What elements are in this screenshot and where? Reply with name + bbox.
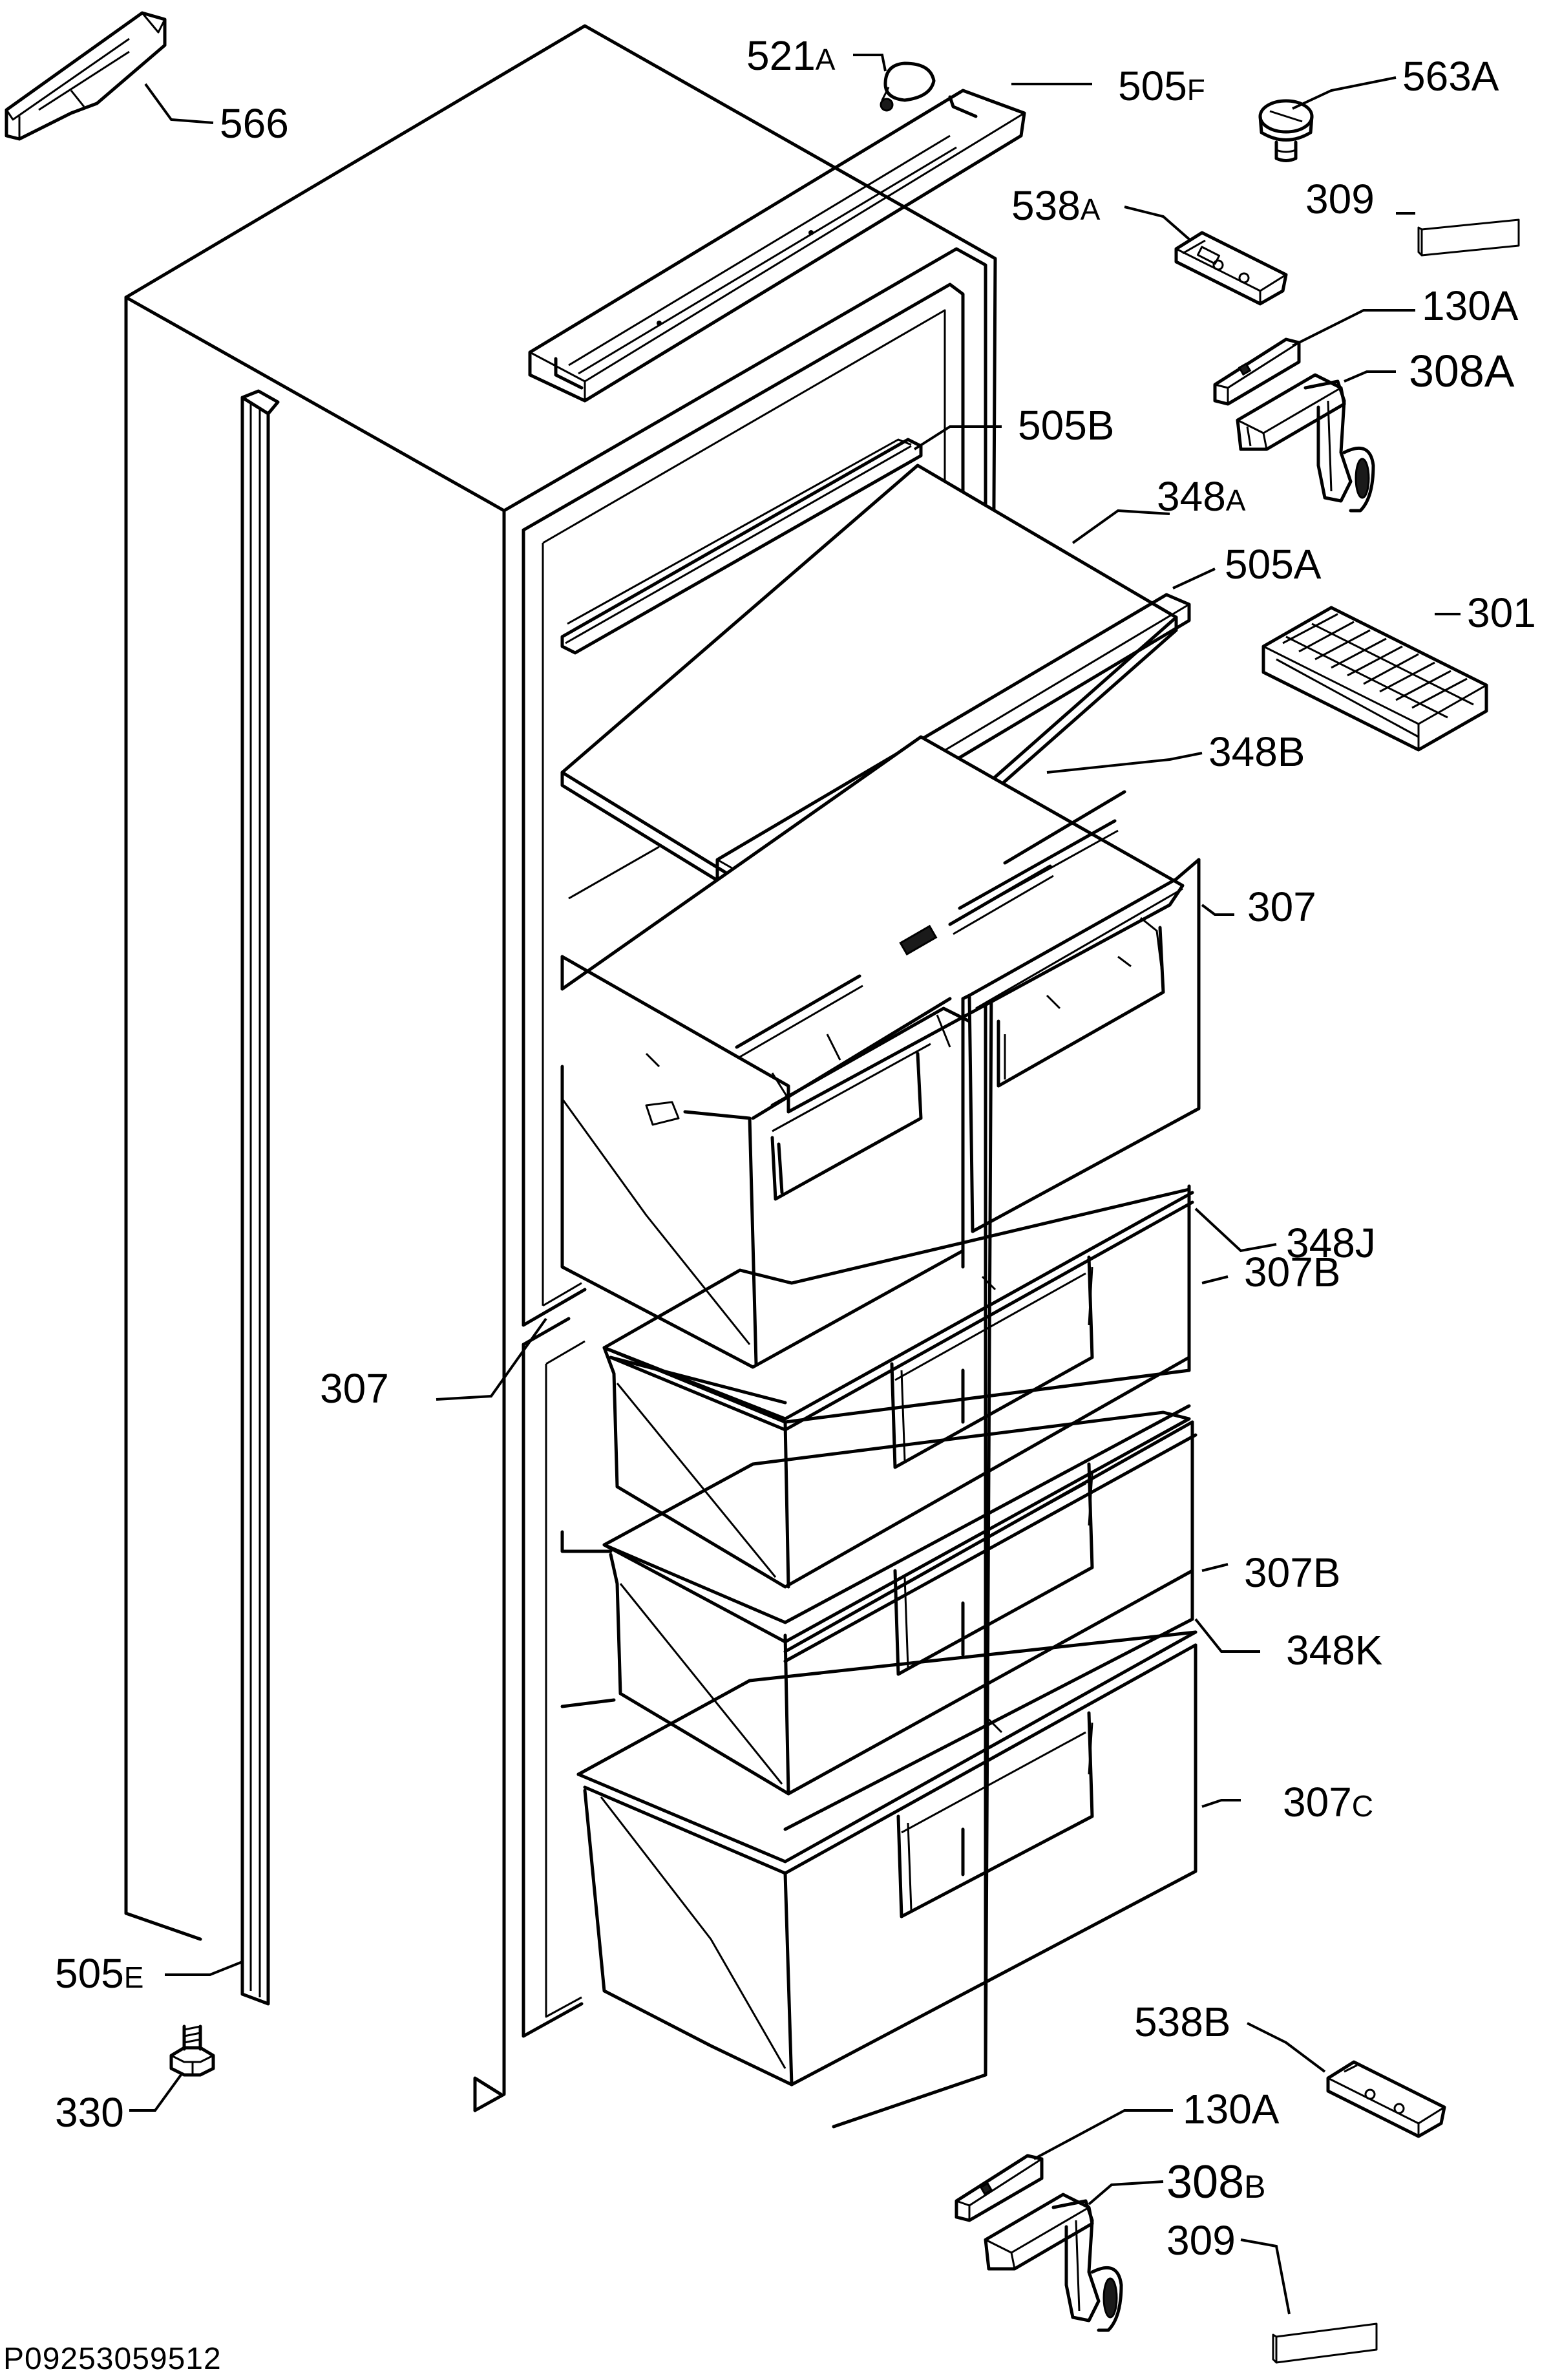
label-505b: 505B [1018, 402, 1114, 449]
leveling-foot-330 [169, 2024, 215, 2077]
svg-text:307C: 307C [1283, 1779, 1373, 1825]
label-308b-suffix: B [1244, 2169, 1265, 2205]
shelf-348b [560, 735, 1185, 1114]
svg-text:521A: 521A [746, 32, 836, 79]
label-521a: 521 [746, 32, 816, 79]
label-308b: 308 [1166, 2156, 1244, 2208]
top-rail-505f [528, 89, 1026, 403]
document-reference: P09253059512 [3, 2342, 222, 2376]
ice-tray-301 [1261, 606, 1488, 752]
label-505a: 505A [1225, 541, 1322, 588]
svg-text:538A: 538A [1011, 182, 1101, 229]
label-307c: 307 [1283, 1779, 1352, 1825]
label-307-left: 307 [320, 1365, 389, 1412]
label-348a: 348 [1157, 473, 1226, 520]
strip-309-upper [1417, 218, 1520, 257]
label-538b: 538B [1134, 1999, 1230, 2045]
svg-text:308B: 308B [1166, 2156, 1266, 2208]
knob-521a [880, 61, 936, 112]
label-348b: 348B [1208, 728, 1305, 775]
svg-text:505E: 505E [55, 1950, 143, 1997]
part-labels: 566 521A 505F 563A 538A 309 130A 308A 50… [3, 32, 1536, 2376]
hinge-308a [1236, 373, 1375, 513]
shelf-348k [783, 1420, 1198, 1831]
leader-lines [129, 54, 1461, 2315]
bracket-566 [5, 11, 167, 141]
label-538a-suffix: A [1081, 193, 1101, 226]
label-309-lower: 309 [1166, 2217, 1236, 2264]
drawer-307-upper-left [560, 997, 971, 1369]
label-348a-suffix: A [1226, 483, 1246, 517]
cabinet-body [124, 24, 997, 2129]
label-538a: 538 [1011, 182, 1081, 229]
label-307b-upper: 307B [1244, 1249, 1340, 1295]
foot-563a [1258, 99, 1314, 162]
label-505f: 505 [1118, 63, 1187, 109]
label-566: 566 [220, 100, 289, 147]
label-505e: 505 [55, 1950, 124, 1997]
strip-309-lower [1272, 2322, 1378, 2364]
label-505f-suffix: F [1187, 73, 1205, 107]
label-301: 301 [1467, 590, 1536, 636]
label-307-right: 307 [1247, 884, 1316, 930]
label-505e-suffix: E [124, 1960, 144, 1994]
label-330: 330 [55, 2089, 124, 2136]
bracket-130a-lower [955, 2154, 1044, 2222]
svg-text:348A: 348A [1157, 473, 1246, 520]
label-130a-lower: 130A [1183, 2086, 1280, 2132]
label-307b-lower: 307B [1244, 1549, 1340, 1596]
hinge-plate-538a [1174, 231, 1288, 306]
shelf-348j [602, 1187, 1194, 1432]
label-521a-suffix: A [816, 43, 836, 76]
drawer-307b-upper [602, 1184, 1191, 1589]
hinge-308b [984, 2193, 1123, 2332]
label-307c-suffix: C [1352, 1789, 1373, 1823]
drawer-307-upper-right [961, 858, 1201, 1233]
door-gasket-505e [240, 389, 280, 2006]
label-308a: 308A [1409, 346, 1515, 396]
bracket-130a-upper [1213, 337, 1301, 406]
label-130a-upper: 130A [1422, 282, 1519, 329]
drawer-307c [576, 1630, 1198, 2087]
hinge-plate-538b [1326, 2060, 1446, 2138]
label-309-upper: 309 [1305, 176, 1375, 222]
svg-text:505F: 505F [1118, 63, 1205, 109]
label-563a: 563A [1402, 53, 1499, 100]
strip-505b [560, 438, 923, 655]
label-348j: 348J [1286, 1220, 1376, 1266]
label-348k: 348K [1286, 1627, 1382, 1673]
